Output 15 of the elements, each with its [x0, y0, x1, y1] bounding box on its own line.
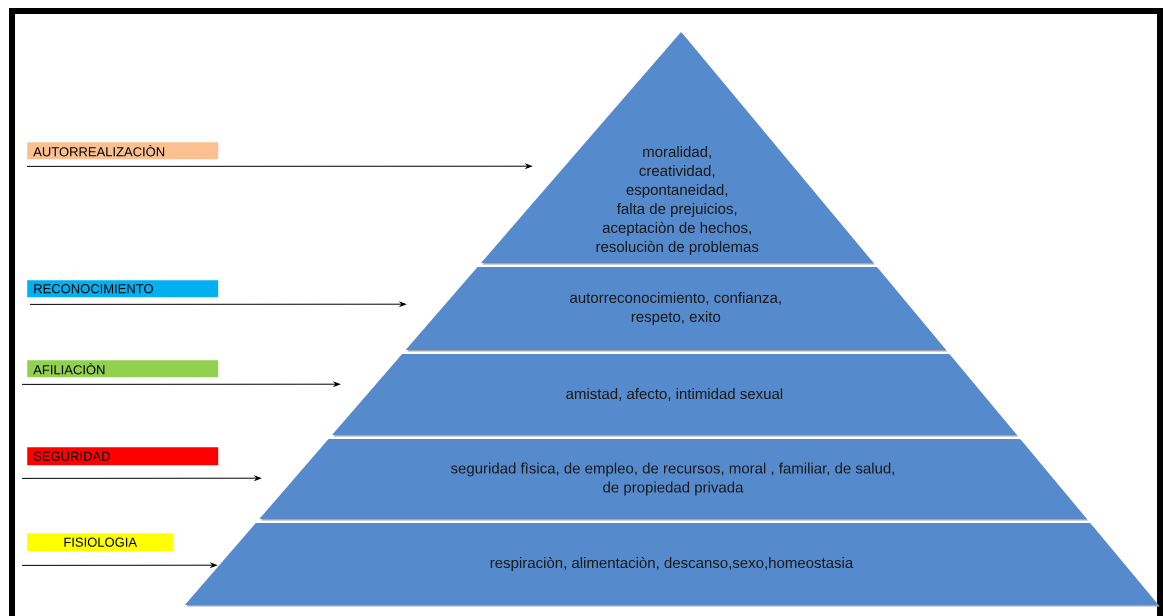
level-label: SEGURIDAD	[27, 447, 219, 466]
level-label: AUTORREALIZACIÒN	[27, 142, 219, 160]
arrow	[21, 562, 217, 568]
arrow	[26, 163, 532, 169]
pyramid-level: moralidad, creatividad, espontaneidad, falta de prejuicios, aceptaciòn de hechos, resoluciòn de problemas	[481, 32, 875, 265]
level-label: RECONOCIMIENTO	[27, 280, 219, 298]
level-label: AFILIACIÒN	[27, 360, 219, 378]
arrow	[21, 381, 340, 387]
arrow	[29, 301, 406, 307]
arrow	[21, 475, 261, 481]
pyramid-level: respiraciòn, alimentaciòn, descanso,sexo,homeostasia	[184, 523, 1160, 607]
pyramid-level: seguridad fìsica, de empleo, de recursos, moral , familiar, de salud, de propiedad privada	[259, 439, 1089, 521]
level-label: FISIOLOGIA	[27, 533, 174, 552]
pyramid-level: autorreconocimiento, confianza, respeto, exito	[405, 267, 948, 352]
pyramid-level: amistad, afecto, intimidad sexual	[332, 354, 1019, 437]
